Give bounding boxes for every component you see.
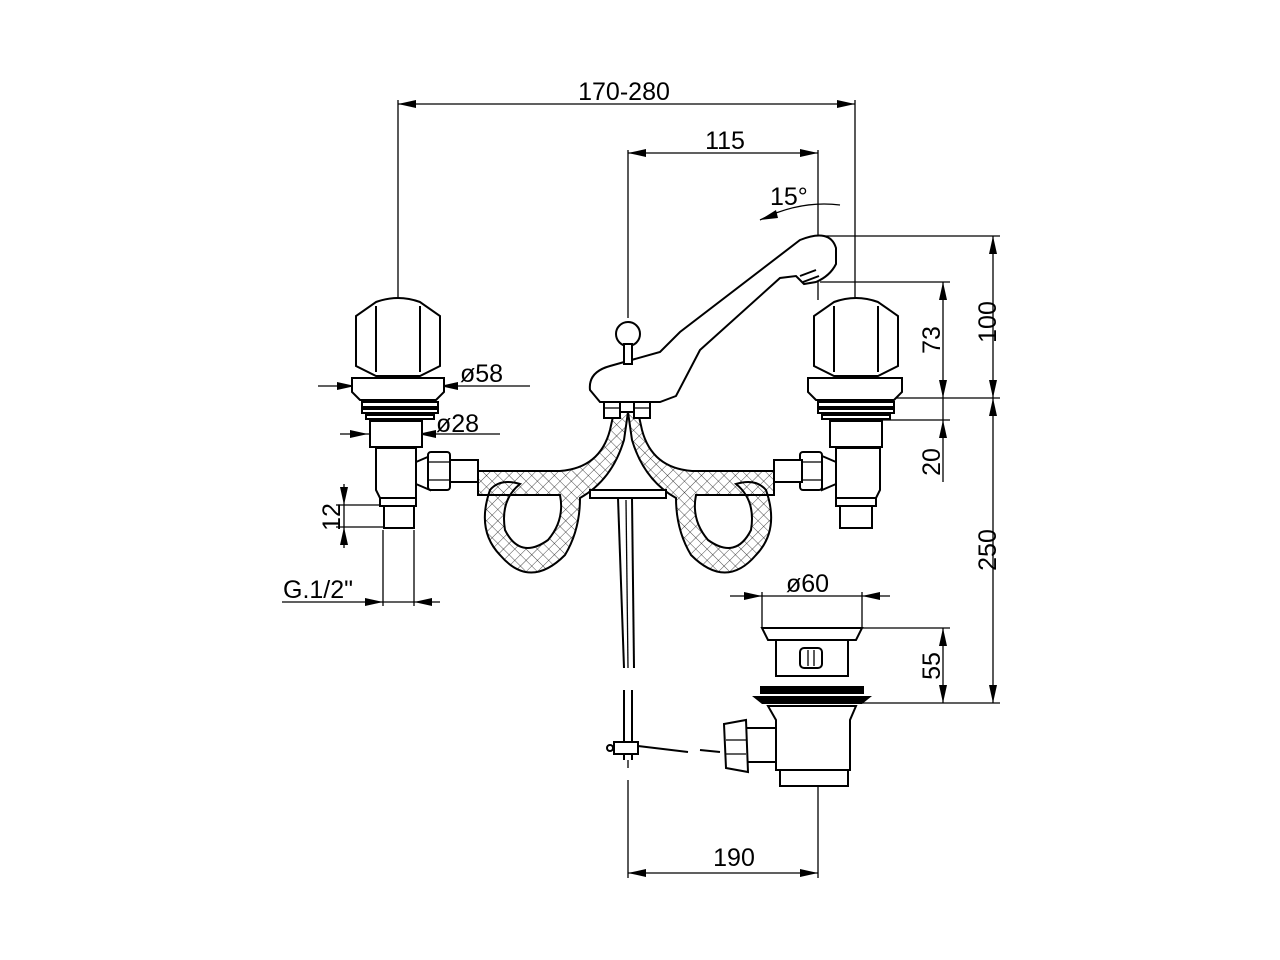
right-valve (773, 297, 903, 529)
spout (588, 234, 837, 419)
dim-label-overall-width: 170-280 (578, 78, 670, 106)
dim-label-spacing: 20 (918, 448, 946, 476)
dim-label-stem-diameter: ø28 (436, 410, 479, 438)
dim-label-waste-distance: 190 (713, 844, 755, 872)
dim-label-drain-height: 55 (918, 652, 946, 680)
dim-label-thread-spec: G.1/2" (283, 576, 353, 604)
dimension-spout-reach: 115 (627, 127, 819, 318)
dimension-left-stack: ø58 ø28 12 G.1/2" (282, 360, 530, 606)
dimension-spout-angle: 15° (759, 183, 841, 221)
braided-hoses (477, 411, 775, 574)
pop-up-rod (589, 489, 721, 768)
dim-label-spout-angle: 15° (770, 183, 808, 211)
pop-up-waste (722, 627, 872, 787)
dim-label-drain-diameter: ø60 (786, 570, 829, 598)
left-valve (351, 297, 479, 529)
dimension-overall-width: 170-280 (397, 78, 856, 302)
dim-label-spout-reach: 115 (705, 127, 745, 155)
dimension-drain: ø60 190 (627, 570, 890, 878)
dim-label-height-total: 100 (974, 301, 1002, 343)
dim-label-thread-length: 12 (318, 503, 346, 531)
dim-label-deck-to-drain: 250 (974, 529, 1002, 571)
dimension-right-stack: 100 73 20 250 55 (770, 235, 1002, 704)
dim-label-height-handle: 73 (918, 326, 946, 354)
dim-label-handle-diameter: ø58 (460, 360, 503, 388)
